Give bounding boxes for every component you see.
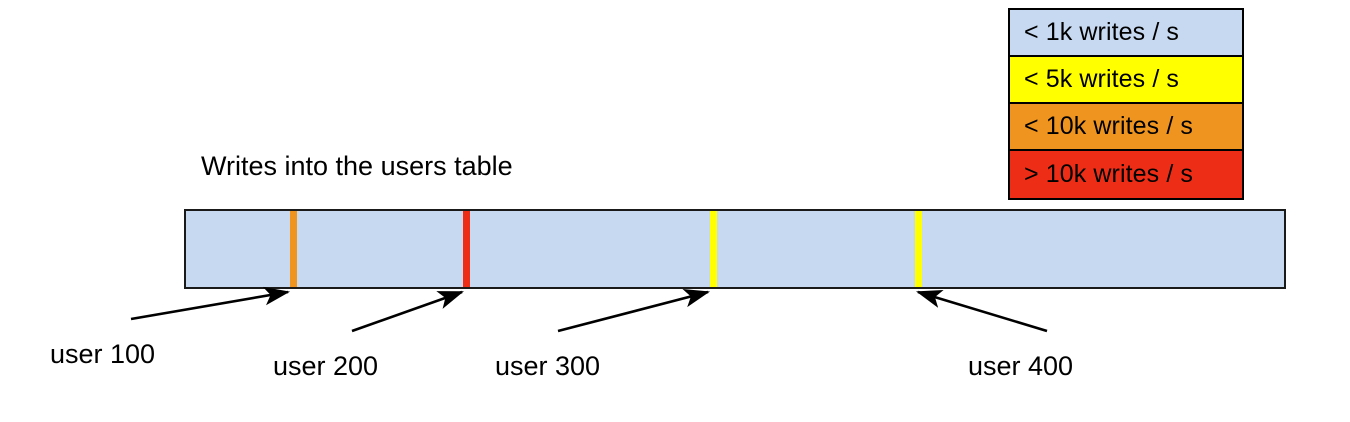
user-300-arrow: [557, 288, 711, 333]
legend-row-under-1k: < 1k writes / s: [1010, 10, 1242, 57]
users-table-bar: [184, 209, 1286, 289]
user-300-stripe: [710, 211, 717, 287]
callout-label-user-100: user 100: [50, 339, 156, 369]
legend-label-under-5k: < 5k writes / s: [1024, 65, 1180, 93]
legend-label-under-10k: < 10k writes / s: [1024, 112, 1194, 140]
legend-row-over-10k: > 10k writes / s: [1010, 151, 1242, 198]
user-200-arrow: [351, 290, 464, 333]
legend-label-over-10k: > 10k writes / s: [1024, 160, 1194, 188]
user-200-stripe: [463, 211, 470, 287]
legend-row-under-10k: < 10k writes / s: [1010, 104, 1242, 151]
callout-label-user-400: user 400: [968, 351, 1074, 381]
chart-title: Writes into the users table: [201, 151, 513, 181]
legend-row-under-5k: < 5k writes / s: [1010, 57, 1242, 104]
user-100-arrow: [130, 286, 291, 321]
user-400-stripe: [915, 211, 922, 287]
callout-label-user-300: user 300: [495, 351, 601, 381]
legend-label-under-1k: < 1k writes / s: [1024, 18, 1180, 46]
user-400-arrow: [916, 289, 1048, 333]
user-100-stripe: [290, 211, 297, 287]
callout-label-user-200: user 200: [273, 351, 379, 381]
write-rate-legend: < 1k writes / s < 5k writes / s < 10k wr…: [1008, 8, 1244, 200]
